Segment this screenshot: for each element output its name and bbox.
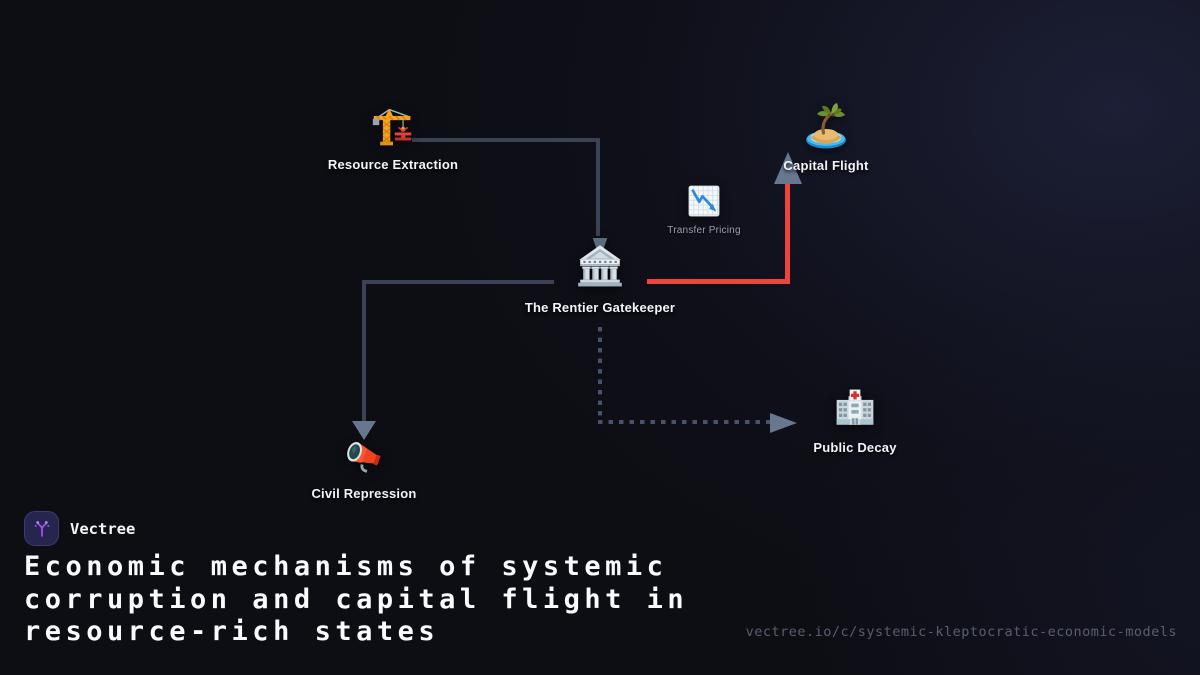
brand-row: Vectree — [24, 511, 135, 546]
megaphone-icon — [347, 441, 381, 473]
node-capital-flight: Capital Flight — [706, 102, 946, 173]
node-civil-repression: Civil Repression — [244, 432, 484, 501]
node-rentier-gatekeeper: The Rentier Gatekeeper — [480, 238, 720, 315]
brand-name: Vectree — [70, 519, 136, 538]
title-line-3: resource-rich states — [24, 616, 440, 647]
arrowhead-down-icon — [352, 421, 376, 440]
arrowhead-right-icon — [770, 413, 797, 433]
edge-gatekeeper-to-capitalflight-vertical — [785, 184, 790, 284]
node-resource-extraction: Resource Extraction — [273, 105, 513, 172]
desert-island-icon — [806, 103, 846, 149]
chart-decreasing-icon — [688, 185, 720, 217]
edge-gatekeeper-to-capitalflight-horizontal — [647, 279, 790, 284]
page-title: Economic mechanisms of systemic corrupti… — [24, 551, 688, 649]
node-label: Transfer Pricing — [667, 225, 741, 236]
node-label: Public Decay — [813, 440, 897, 455]
construction-crane-icon — [372, 108, 412, 146]
title-line-2: corruption and capital flight in — [24, 583, 689, 615]
arrowhead-up-icon — [774, 152, 802, 184]
edge-resource-to-gatekeeper-horizontal — [412, 138, 600, 142]
node-label: Civil Repression — [311, 486, 417, 501]
node-public-decay: Public Decay — [735, 388, 975, 455]
edge-gatekeeper-to-publicdecay-horizontal — [598, 420, 770, 424]
node-label: Resource Extraction — [327, 157, 459, 172]
classical-building-icon — [578, 238, 622, 287]
node-label: Capital Flight — [783, 158, 869, 173]
node-label: The Rentier Gatekeeper — [524, 300, 676, 315]
title-line-1: Economic mechanisms of systemic — [24, 551, 668, 582]
vectree-logo — [24, 511, 59, 546]
edge-resource-to-gatekeeper-vertical — [596, 138, 600, 236]
page-url: vectree.io/c/systemic-kleptocratic-econo… — [745, 624, 1177, 640]
hospital-icon — [836, 389, 874, 425]
edge-gatekeeper-to-publicdecay-vertical — [598, 327, 602, 420]
edge-gatekeeper-to-civilrepression-horizontal — [362, 280, 554, 284]
vectree-branch-icon — [34, 520, 49, 537]
edge-gatekeeper-to-civilrepression-vertical — [362, 280, 366, 421]
node-transfer-pricing: Transfer Pricing — [584, 182, 824, 236]
